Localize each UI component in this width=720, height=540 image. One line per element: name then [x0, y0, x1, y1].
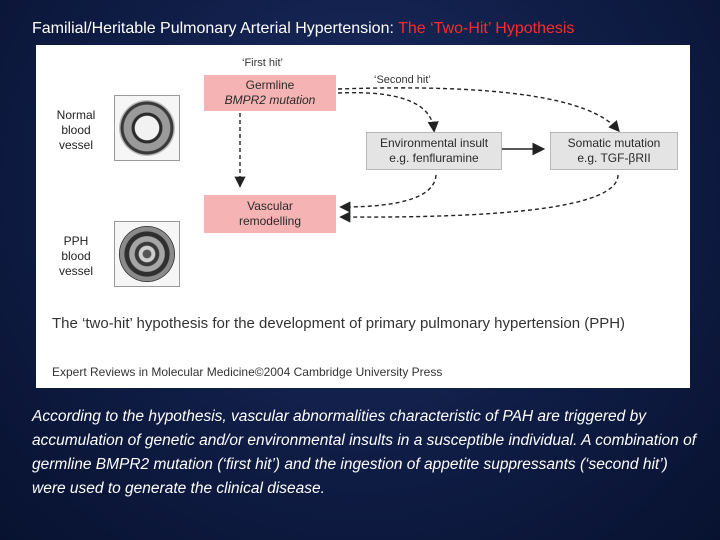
arrow-somatic-to-remodelling [339, 174, 619, 223]
remodelling-line2: remodelling [238, 214, 302, 228]
normal-vessel-image [119, 100, 175, 156]
figure-arrows [234, 87, 620, 223]
germline-line2: BMPR2 mutation [224, 93, 316, 107]
normal-vessel-frame [114, 95, 180, 161]
normal-vessel-label: Normal blood vessel [56, 108, 96, 152]
slide-body-text: According to the hypothesis, vascular ab… [32, 408, 697, 497]
arrow-germline-to-somatic [337, 87, 620, 133]
slide-title-main: Familial/Heritable Pulmonary Arterial Hy… [32, 20, 399, 37]
remodelling-box: Vascular remodelling [204, 195, 336, 233]
pph-vessel-image [119, 226, 175, 282]
two-hit-figure: Normal blood vessel PPH blood vessel ‘Fi… [36, 45, 690, 388]
first-hit-label: ‘First hit’ [242, 57, 283, 69]
environmental-line1: Environmental insult [379, 136, 489, 150]
somatic-box: Somatic mutation e.g. TGF-βRII [550, 132, 678, 170]
figure-caption: The ‘two-hit’ hypothesis for the develop… [52, 315, 626, 332]
remodelling-line1: Vascular [247, 199, 293, 213]
germline-line1: Germline [245, 78, 295, 92]
arrow-environmental-to-remodelling [339, 174, 437, 213]
arrow-germline-to-environmental [337, 91, 439, 133]
pph-vessel-frame [114, 221, 180, 287]
figure-credit: Expert Reviews in Molecular Medicine©200… [52, 365, 443, 379]
environmental-box: Environmental insult e.g. fenfluramine [366, 132, 502, 170]
second-hit-label: ‘Second hit’ [374, 74, 431, 86]
germline-box: Germline BMPR2 mutation [204, 75, 336, 111]
slide-title-accent: The ‘Two-Hit’ Hypothesis [398, 20, 575, 37]
somatic-line1: Somatic mutation [567, 136, 661, 150]
pph-vessel-label: PPH blood vessel [58, 234, 93, 278]
environmental-line2: e.g. fenfluramine [389, 151, 479, 165]
slide-title: Familial/Heritable Pulmonary Arterial Hy… [32, 20, 718, 38]
somatic-line2: e.g. TGF-βRII [577, 151, 651, 165]
